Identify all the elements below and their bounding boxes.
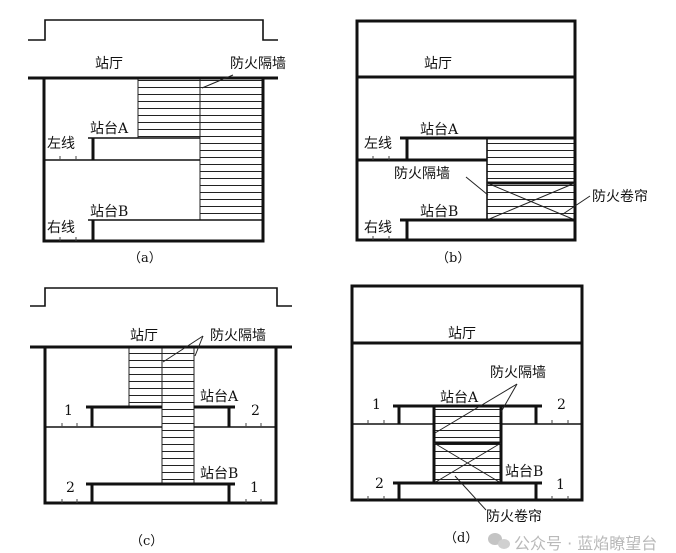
track-1-label: 1 [250,480,259,496]
right-line-label: 右线 [47,220,75,236]
platform-a-label: 站台A [90,121,129,137]
track-1-label: 1 [556,477,565,493]
left-line-label: 左线 [364,136,392,152]
caption-c: （c） [130,534,163,549]
track-1-label: 1 [372,397,381,413]
watermark: 公众号 · 蓝焰瞭望台 [488,533,657,553]
firewall-label: 防火隔墙 [210,328,266,344]
hall-label: 站厅 [95,56,123,72]
track-2-label: 2 [251,403,260,419]
track-2-label: 2 [66,480,75,496]
platform-b-label: 站台B [505,464,543,480]
watermark-text: 公众号 · 蓝焰瞭望台 [514,534,657,553]
platform-b-label: 站台B [200,466,238,482]
shutter-label: 防火卷帘 [592,189,648,205]
firewall-label: 防火隔墙 [394,166,450,182]
platform-a-label: 站台A [440,390,479,406]
right-line-label: 右线 [364,220,392,236]
diagram-d: 站厅 防火隔墙 站台A 站台B 1 2 2 1 防火卷帘 （d） [350,284,584,546]
platform-a-label: 站台A [420,122,459,138]
roof [28,19,278,41]
diagram-b: 站厅 站台A 左线 防火隔墙 防火卷帘 站台B 右线 （b） [355,19,648,266]
platform-b-label: 站台B [90,204,128,220]
firewall-label: 防火隔墙 [230,56,286,72]
wechat-icon [488,533,510,549]
firewall-hatch [138,78,200,138]
left-line-label: 左线 [47,136,75,152]
platform-a-label: 站台A [200,389,239,405]
firewall-label: 防火隔墙 [490,365,546,381]
diagram-c: 站厅 防火隔墙 站台A 站台B 1 2 2 1 （c） [30,287,292,549]
track-2-label: 2 [557,397,566,413]
caption-a: （a） [128,251,162,266]
track-2-label: 2 [375,476,384,492]
caption-b: （b） [436,251,470,266]
hall-label: 站厅 [130,328,158,344]
firewall-hatch [162,347,194,484]
platform-b-label: 站台B [420,204,458,220]
track-1-label: 1 [64,403,73,419]
caption-d: （d） [444,531,478,546]
firewall-hatch [487,138,575,220]
roof [30,287,292,307]
firewall-hatch [129,347,162,407]
hall-label: 站厅 [448,326,476,342]
shutter-label: 防火卷帘 [486,509,542,525]
firewall-hatch [200,78,263,220]
hall-label: 站厅 [424,56,452,72]
diagram-a: 站厅 防火隔墙 站台A 左线 站台B 右线 （a） [28,19,286,266]
